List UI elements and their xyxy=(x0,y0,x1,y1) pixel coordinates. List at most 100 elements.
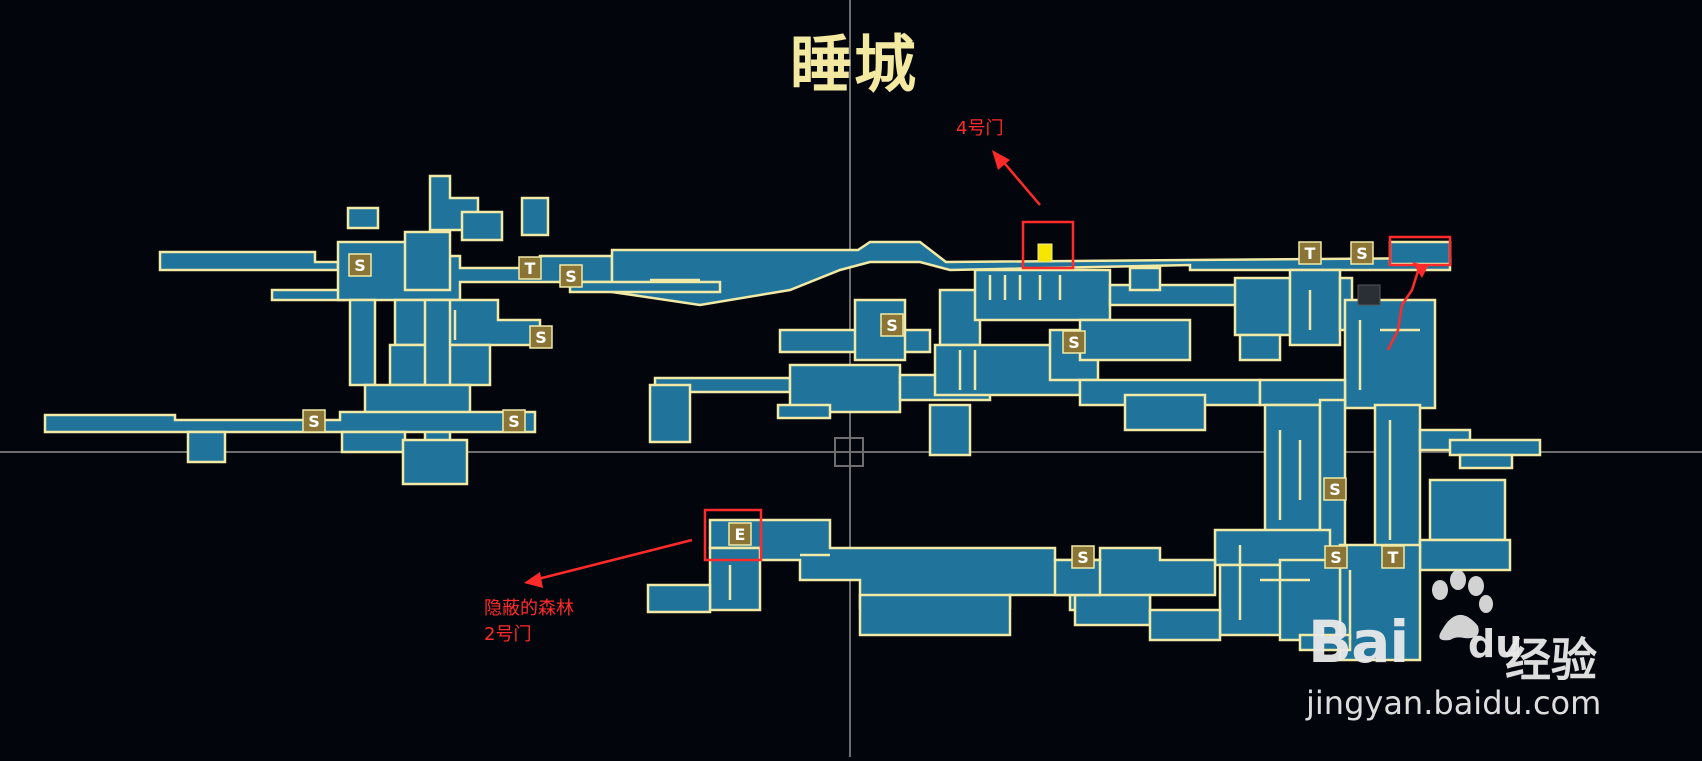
map-room xyxy=(928,403,972,457)
map-room xyxy=(1373,403,1422,557)
map-marker-save: S xyxy=(302,409,326,433)
map-marker-box xyxy=(1324,545,1348,569)
door4-red-box xyxy=(1021,220,1075,270)
right-route-line xyxy=(1386,264,1422,351)
map-room xyxy=(1078,318,1192,362)
map-room xyxy=(1418,538,1512,572)
map-marker-save: S xyxy=(1071,545,1095,569)
forest-arrow-line xyxy=(533,538,693,582)
map-room xyxy=(1343,298,1437,410)
map-room xyxy=(1388,240,1452,266)
map-marker-box xyxy=(1381,545,1405,569)
map-room xyxy=(1448,438,1542,457)
map-room xyxy=(776,403,832,420)
map-room xyxy=(270,288,347,302)
map-room xyxy=(1128,266,1162,292)
map-marker-save: S xyxy=(1062,330,1086,354)
map-room xyxy=(346,206,380,230)
forest-arrow-head xyxy=(524,572,543,588)
map-room xyxy=(401,438,469,486)
map-marker-box xyxy=(518,256,542,280)
map-marker-teleport: T xyxy=(518,256,542,280)
map-markers: S S T S S S S S T S E S S S T xyxy=(302,241,1405,569)
baidu-brand: Bai xyxy=(1308,608,1409,676)
map-room xyxy=(1233,276,1292,337)
map-room xyxy=(1288,268,1342,347)
map-room xyxy=(158,250,340,272)
map-marker-save: S xyxy=(559,264,583,288)
map-room xyxy=(340,430,407,454)
map-marker-label: S xyxy=(354,256,366,275)
map-marker-box xyxy=(728,522,752,546)
map-room xyxy=(1458,453,1514,470)
map-marker-box xyxy=(348,253,372,277)
map-room xyxy=(788,363,902,414)
map-room xyxy=(1298,633,1352,652)
right-route-arrow-head xyxy=(1412,262,1428,278)
map-room xyxy=(648,383,692,444)
map-marker-label: S xyxy=(535,328,547,347)
map-marker-box xyxy=(1350,241,1374,265)
map-title: 睡城 xyxy=(790,28,919,101)
map-room xyxy=(1148,608,1222,642)
map-room xyxy=(646,583,712,614)
map-marker-label: T xyxy=(1305,244,1316,263)
map-marker-label: S xyxy=(565,267,577,286)
map-room xyxy=(43,410,537,434)
map-marker-box xyxy=(1298,241,1322,265)
map-icon-cell xyxy=(1357,284,1381,306)
map-room xyxy=(568,280,722,294)
map-marker-save: S xyxy=(529,325,553,349)
map-room xyxy=(403,230,452,292)
map-marker-label: S xyxy=(508,412,520,431)
map-room xyxy=(1318,398,1347,552)
map-marker-box xyxy=(880,313,904,337)
map-marker-label: S xyxy=(308,412,320,431)
baidu-url: jingyan.baidu.com xyxy=(1306,684,1602,722)
map-marker-box xyxy=(529,325,553,349)
map-marker-label: S xyxy=(1329,480,1341,499)
door4-highlight-cell xyxy=(1037,243,1053,263)
map-marker-label: T xyxy=(525,259,536,278)
forest-label-line1: 隐蔽的森林 xyxy=(484,598,574,619)
baidu-paw-icon xyxy=(1432,570,1493,641)
map-marker-label: E xyxy=(735,525,746,544)
map-marker-save: S xyxy=(1324,545,1348,569)
map-room xyxy=(460,210,504,242)
map-room xyxy=(520,196,550,237)
door4-label: 4号门 xyxy=(956,118,1004,139)
map-room xyxy=(858,593,1012,637)
map-room xyxy=(1073,593,1152,627)
map-marker-teleport: T xyxy=(1298,241,1322,265)
forest-label-line2: 2号门 xyxy=(484,624,532,645)
map-room xyxy=(393,298,542,347)
baidu-brand-du: du xyxy=(1468,622,1523,666)
map-marker-box xyxy=(502,409,526,433)
map-room xyxy=(1123,393,1207,432)
door4-arrow-head xyxy=(992,150,1010,170)
map-marker-save: S xyxy=(1350,241,1374,265)
map-room xyxy=(708,546,762,612)
map-marker-box xyxy=(559,264,583,288)
map-room xyxy=(1263,403,1322,542)
map-marker-label: S xyxy=(1330,548,1342,567)
map-marker-box xyxy=(1071,545,1095,569)
map-marker-label: S xyxy=(886,316,898,335)
crosshair-center-box xyxy=(834,437,864,467)
door4-arrow-line xyxy=(999,157,1041,206)
map-marker-exit: E xyxy=(728,522,752,546)
map-marker-box xyxy=(302,409,326,433)
map-marker-label: S xyxy=(1077,548,1089,567)
map-room xyxy=(973,268,1112,322)
map-rooms xyxy=(43,174,1542,662)
map-walls xyxy=(453,275,1420,640)
map-marker-save: S xyxy=(1323,477,1347,501)
map-room xyxy=(186,430,227,464)
map-room xyxy=(348,298,377,387)
map-marker-teleport: T xyxy=(1381,545,1405,569)
map-marker-label: T xyxy=(1388,548,1399,567)
map-marker-label: S xyxy=(1356,244,1368,263)
map-marker-save: S xyxy=(502,409,526,433)
